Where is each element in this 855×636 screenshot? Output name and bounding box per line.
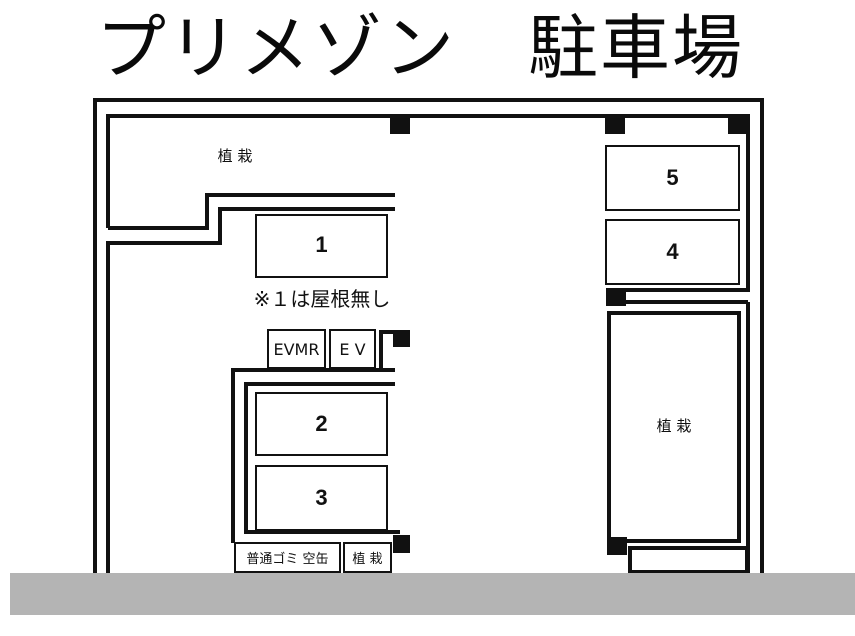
parking-space-2 [255,392,388,456]
garbage-box [234,542,341,573]
space-1-no-roof-note: ※１は屋根無し [253,287,391,311]
parking-space-5-number: 5 [666,165,679,190]
planting-right-box [607,311,741,543]
planting-bottom-box [343,542,392,573]
parking-space-2-number: 2 [315,411,328,436]
evmr-label: EVMR [273,340,320,359]
parking-space-5 [605,145,740,211]
parking-space-4-number: 4 [666,239,679,264]
planting-label-top-left: 植 栽 [217,147,253,165]
parking-space-3-number: 3 [315,485,328,510]
parking-space-1 [255,214,388,278]
columns [390,116,748,555]
road-ground [10,573,855,615]
planting-label-bottom: 植 栽 [352,552,383,567]
parking-space-1-number: 1 [315,232,328,257]
ev-label: E V [339,340,366,359]
garbage-label: 普通ゴミ 空缶 [246,552,329,567]
right-bottom-box [628,546,749,574]
planting-label-right: 植 栽 [656,417,692,435]
parking-space-4 [605,219,740,285]
page-title: プリメゾン 駐車場 [96,7,744,89]
